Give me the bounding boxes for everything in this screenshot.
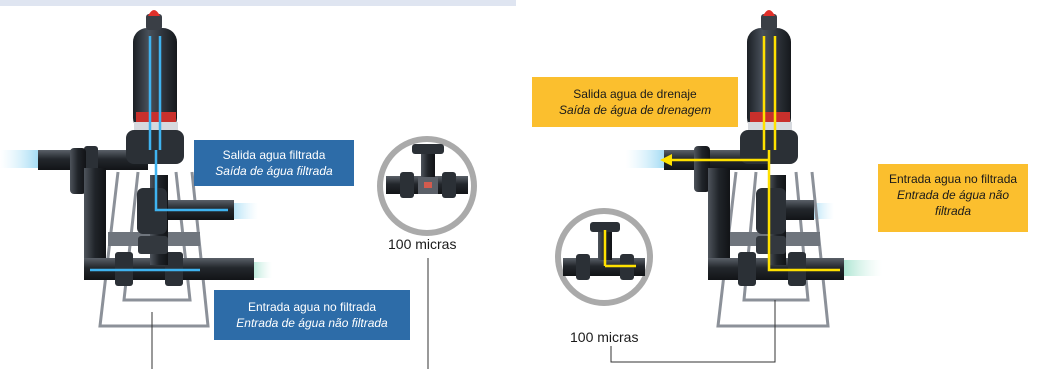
drain-callout-pt: Saída de água de drenagem bbox=[558, 103, 712, 117]
header-strip bbox=[0, 0, 516, 6]
left-magnifier bbox=[377, 136, 477, 236]
outlet-water-stream bbox=[228, 203, 258, 219]
filtration-flow-path bbox=[90, 36, 228, 272]
inlet-water-stream bbox=[0, 150, 40, 168]
inlet-water-stream bbox=[842, 260, 882, 276]
inlet-callout: Entrada agua no filtrada Entrada de água… bbox=[878, 164, 1028, 232]
drain-water-stream bbox=[626, 150, 666, 168]
right-magnifier bbox=[555, 208, 653, 306]
backwash-flow-path bbox=[664, 36, 840, 272]
right-filter-housing bbox=[747, 28, 791, 132]
relief-valve-icon bbox=[148, 10, 160, 16]
outlet-callout-pt: Saída de água filtrada bbox=[215, 164, 333, 178]
outlet-callout: Salida agua filtrada Saída de água filtr… bbox=[194, 140, 354, 186]
left-filter-housing bbox=[133, 28, 177, 132]
inlet-callout: Entrada agua no filtrada Entrada de água… bbox=[214, 290, 410, 340]
inlet-callout-es: Entrada agua no filtrada bbox=[247, 300, 377, 314]
micron-label: 100 micras bbox=[570, 329, 639, 345]
inlet-callout-es: Entrada agua no filtrada bbox=[888, 172, 1018, 186]
inlet-callout-pt: Entrada de água não filtrada bbox=[896, 188, 1010, 218]
outlet-callout-es: Salida agua filtrada bbox=[222, 148, 326, 162]
drain-callout: Salida agua de drenaje Saída de água de … bbox=[532, 77, 738, 127]
right-filter bbox=[626, 10, 882, 328]
drain-callout-es: Salida agua de drenaje bbox=[573, 87, 697, 101]
relief-valve-icon bbox=[763, 10, 775, 16]
leader-line bbox=[610, 300, 776, 363]
drain-water-stream bbox=[250, 262, 272, 278]
micron-label: 100 micras bbox=[388, 236, 457, 252]
flow-arrow-icon bbox=[660, 154, 672, 166]
inlet-callout-pt: Entrada de água não filtrada bbox=[236, 316, 388, 330]
left-filter bbox=[0, 10, 272, 328]
